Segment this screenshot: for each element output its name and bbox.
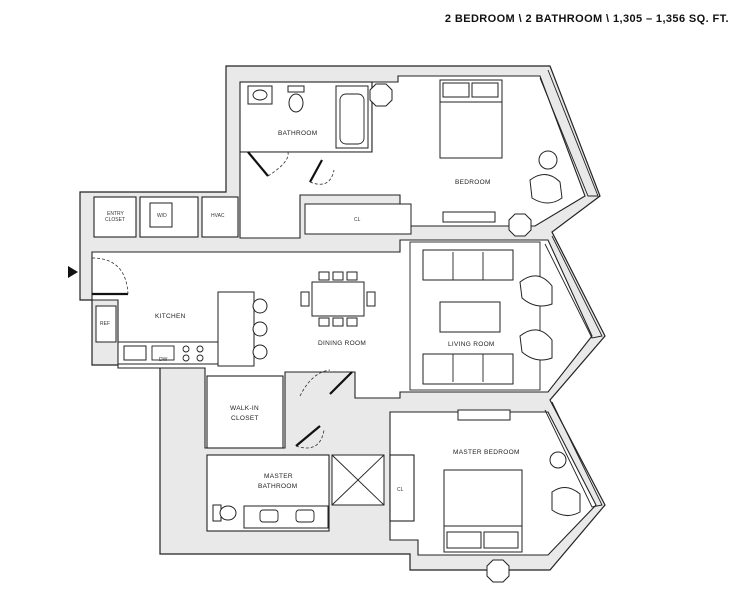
bedroom-dresser [442,211,496,223]
bed-pillow-2 [471,82,499,98]
master-bed-pillow-2 [483,531,519,549]
toilet-bowl [288,93,304,113]
column-1 [369,83,393,107]
bathtub-inner [339,93,365,145]
dining-chair-7 [300,291,310,307]
bedroom-side-table [538,150,558,170]
hvac-room [201,196,239,238]
bar-stool-2 [252,321,268,337]
bathroom-sink [247,85,273,105]
walk-in-closet-room [206,375,284,449]
bedroom-closet [304,203,412,235]
bedroom-door-leaf [309,159,323,183]
bed-pillow-1 [442,82,470,98]
dishwasher [151,345,175,361]
master-bathroom-label-2: BATHROOM [258,483,297,490]
bedroom-door-swing [309,169,335,185]
living-room-label: LIVING ROOM [448,341,495,348]
master-sink-2 [295,509,315,523]
kitchen-sink [123,345,147,361]
dining-door-leaf [329,371,353,395]
coffee-table [439,301,501,333]
master-bedroom-label: MASTER BEDROOM [453,449,520,456]
bar-stool-3 [252,344,268,360]
window-bay-top [539,69,599,197]
entry-closet-label-2: CLOSET [105,217,125,223]
cooktop-burner-3 [182,354,190,362]
shower-x-2 [331,454,385,506]
column-3 [486,559,510,583]
bathtub [335,85,369,149]
bathroom-door-swing [267,151,289,177]
dining-chair-6 [346,317,358,327]
bedroom-closet-label: CL [354,217,361,223]
walk-in-closet-label-2: CLOSET [231,415,259,422]
cooktop-burner-2 [196,345,204,353]
dining-chair-4 [318,317,330,327]
kitchen-label: KITCHEN [155,313,186,320]
bathroom-sink-basin [252,89,268,101]
entry-arrow-icon [68,266,78,278]
master-closet-label: CL [397,487,404,493]
dining-chair-8 [366,291,376,307]
entry-door-swing [91,257,129,295]
master-armchair [551,487,581,516]
hvac-label: HVAC [211,213,225,219]
entry-closet-room [93,196,137,238]
column-2 [508,213,532,237]
bathroom-door-leaf [247,151,269,177]
window-bay-middle [544,235,603,339]
dining-chair-3 [346,271,358,281]
bar-stool-1 [252,298,268,314]
dining-room-label: DINING ROOM [318,340,366,347]
cooktop-burner-4 [196,354,204,362]
sofa-top [422,249,514,281]
master-dresser [457,409,511,421]
walk-in-closet-label-1: WALK-IN [230,405,259,412]
refrigerator-label: REF [100,321,110,327]
entry-closet-label-1: ENTRY [107,211,125,217]
living-room-zone [409,241,541,391]
window-bay-bottom [544,401,603,508]
master-vanity [243,505,329,529]
bedroom-armchair [529,174,563,204]
kitchen-counter-island [217,291,255,367]
dishwasher-label: DW [159,357,168,363]
master-bathroom-label-1: MASTER [264,473,293,480]
master-side-table [549,451,567,469]
washer-dryer-label: W/D [157,213,167,219]
unit-summary-heading: 2 BEDROOM \ 2 BATHROOM \ 1,305 – 1,356 S… [444,13,729,25]
master-sink-1 [259,509,279,523]
living-armchair-1 [519,275,553,307]
refrigerator [95,305,117,343]
dining-table [311,281,365,317]
bedroom-label: BEDROOM [455,179,491,186]
master-toilet-bowl [219,505,237,521]
master-bed-pillow-1 [446,531,482,549]
dining-chair-5 [332,317,344,327]
sofa-bottom [422,353,514,385]
walkin-door-leaf [295,425,321,447]
washer-dryer [149,202,173,228]
dining-chair-1 [318,271,330,281]
cooktop-burner-1 [182,345,190,353]
dining-chair-2 [332,271,344,281]
bathroom-label: BATHROOM [278,130,317,137]
living-armchair-2 [519,329,553,361]
master-closet-room [389,454,415,522]
toilet-tank [287,85,305,93]
